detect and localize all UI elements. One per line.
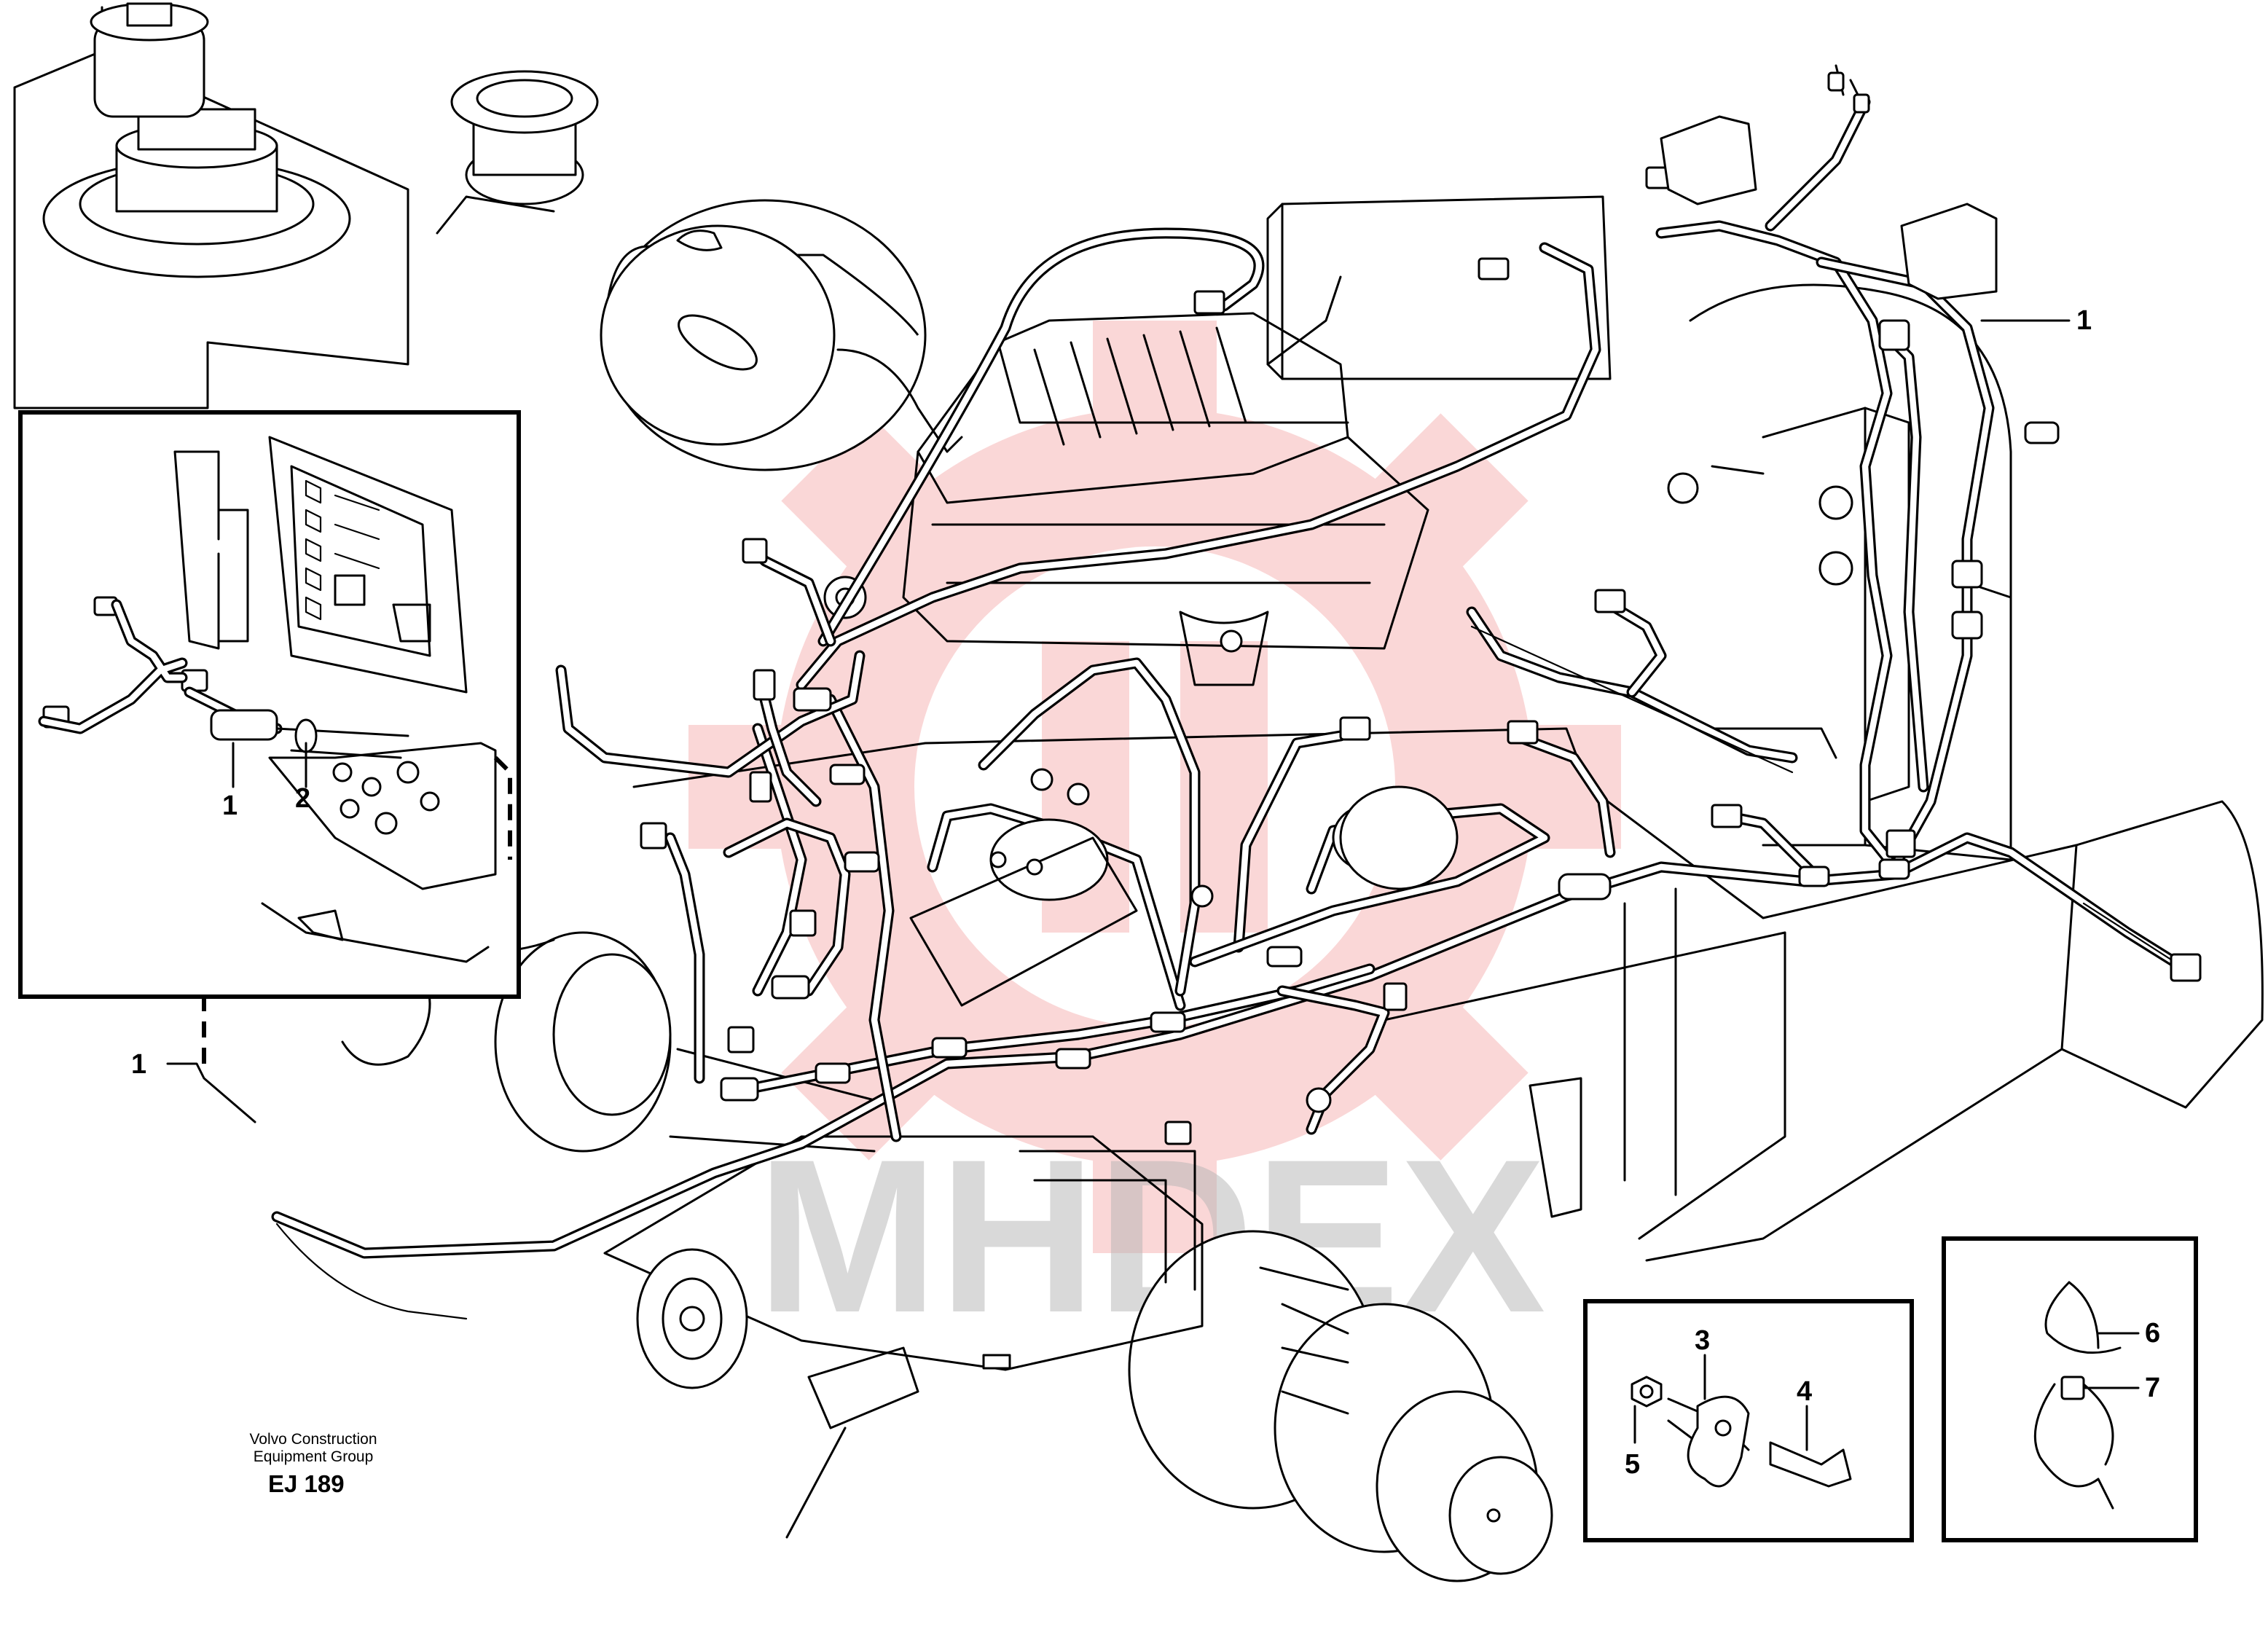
callout-main-1: 1	[1980, 305, 2092, 336]
lower-frame	[632, 727, 2264, 1262]
callout-number-nut-5: 5	[1625, 1449, 1640, 1480]
drawing-code: EJ 189	[268, 1470, 345, 1497]
connector-left-mid	[753, 669, 776, 701]
connector-left-upper	[742, 538, 768, 564]
connector-plug-b	[727, 1026, 755, 1054]
cable-tie-upper-icon	[2044, 1281, 2122, 1354]
inset-frame	[18, 410, 521, 999]
footer: Volvo Construction Equipment Group EJ 18…	[249, 1431, 377, 1497]
differential	[603, 1135, 1204, 1539]
callout-left-1: 1	[131, 969, 256, 1123]
connector-sensor-a	[1951, 560, 1983, 589]
connector-right-upper	[1594, 589, 1626, 613]
callout-number-inset-1: 1	[222, 790, 238, 821]
bolt-icon	[1769, 1441, 1852, 1488]
callout-number-inset-2: 2	[295, 783, 310, 814]
inset-cable-ties: 6 7	[1942, 1236, 2198, 1542]
callout-number-left-1: 1	[131, 1049, 146, 1080]
radiator	[1266, 195, 2060, 861]
filler-neck	[450, 70, 599, 205]
harness-junctions	[720, 687, 1910, 1102]
connector-lower-center	[1164, 1121, 1192, 1145]
connector-y-junction	[1886, 829, 1916, 858]
connector-plug-a	[789, 909, 817, 937]
connector-center-right	[1339, 716, 1371, 741]
callout-number-clamp-3: 3	[1695, 1325, 1710, 1356]
callout-number-tie-7: 7	[2145, 1373, 2160, 1403]
callout-number-bolt-4: 4	[1797, 1376, 1812, 1407]
inset-frame-clamp	[1583, 1299, 1914, 1542]
connector-right-mid	[1711, 804, 1743, 828]
connector-left-low	[749, 771, 772, 803]
inset-clamp-assembly: 3 4 5	[1583, 1299, 1914, 1542]
inset-distribution-box: 1 2	[18, 410, 521, 999]
connector-far-right	[2170, 953, 2202, 982]
connector-top-right	[1478, 257, 1510, 280]
callout-number-main-1: 1	[2076, 305, 2092, 336]
connector-top-center	[1193, 290, 1225, 315]
air-filter-cap	[42, 2, 351, 278]
connectors	[640, 166, 2202, 1145]
connector-ring-terminal	[1507, 720, 1539, 745]
rear-axle	[1128, 1230, 1553, 1582]
work-lamps	[1660, 64, 1998, 300]
front-axle	[341, 931, 876, 1153]
connector-radiator	[1878, 319, 1910, 351]
starter-motor	[909, 768, 1459, 1113]
air-cleaner	[600, 199, 963, 471]
connector-left-clip	[640, 822, 667, 850]
clamp-icon	[1687, 1395, 1750, 1488]
company-name-line2: Equipment Group	[254, 1448, 374, 1465]
company-name-line1: Volvo Construction	[249, 1431, 377, 1448]
cable-tie-lower-icon	[2033, 1383, 2114, 1510]
callout-number-tie-6: 6	[2145, 1318, 2160, 1349]
corrugated-conduit	[275, 625, 2187, 1320]
connector-sensor-b	[1951, 611, 1983, 640]
connector-lower-right	[1383, 982, 1408, 1011]
